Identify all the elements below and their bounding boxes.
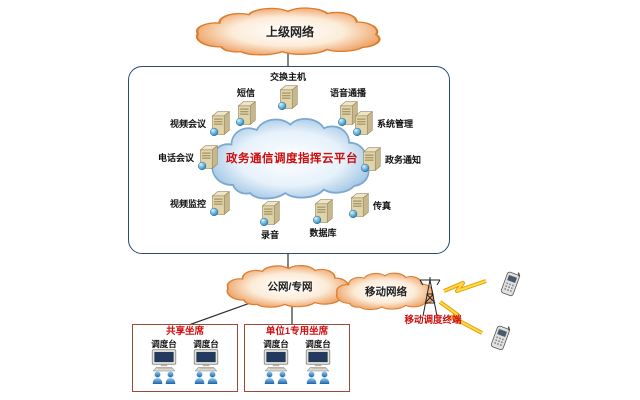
server-icon (360, 147, 381, 173)
server-icon (235, 101, 256, 127)
node-label: 短信 (236, 88, 255, 98)
console-row: 调度台 调度台 (261, 339, 333, 384)
monitor-icon (193, 349, 219, 372)
person-icon (152, 371, 163, 384)
person-icon (165, 371, 176, 384)
dispatch-console: 调度台 (303, 339, 333, 384)
node-label: 视频会议 (170, 119, 207, 129)
server-icon (197, 145, 218, 171)
lightning-bolt-icon (438, 300, 483, 335)
dispatch-console: 调度台 (261, 339, 291, 384)
seat-group-title: 单位1专用坐席 (265, 326, 329, 337)
server-icon (209, 111, 230, 137)
public-private-label: 公网/专网 (267, 280, 313, 293)
node-label: 交换主机 (269, 72, 306, 82)
seat-group-shared: 共享坐席 调度台 调度台 (132, 324, 238, 392)
node-database: 数据库 (303, 198, 343, 239)
server-icon (277, 85, 298, 111)
node-label: 录音 (260, 230, 279, 240)
person-icon (194, 371, 205, 384)
seat-group-title: 共享坐席 (165, 326, 204, 337)
mobile-terminal-label: 移动调度终端 (404, 315, 462, 326)
person-icon (319, 371, 330, 384)
operator-group (152, 371, 176, 384)
node-label: 电话会议 (158, 153, 195, 163)
cloud-upper-network: 上级网络 (192, 4, 388, 58)
node-system-management: 系统管理 (352, 110, 413, 137)
cloud-mobile-network: 移动网络 (334, 270, 438, 312)
platform-label: 政务通信调度指挥云平台 (226, 153, 358, 165)
server-icon (259, 201, 280, 227)
person-icon (264, 371, 275, 384)
node-recording: 录音 (252, 200, 288, 241)
monitor-icon (305, 349, 331, 372)
mobile-network-label: 移动网络 (365, 285, 407, 298)
node-video-conference: 视频会议 (170, 110, 231, 137)
monitor-icon (151, 349, 177, 372)
node-sms: 短信 (226, 86, 266, 127)
operator-group (194, 371, 218, 384)
person-icon (277, 371, 288, 384)
console-label: 调度台 (263, 339, 289, 349)
seat-group-unit1: 单位1专用坐席 调度台 调度台 (244, 324, 350, 392)
server-icon (209, 191, 230, 217)
cloud-public-private: 公网/专网 (224, 262, 356, 310)
node-label: 视频监控 (170, 199, 207, 209)
console-label: 调度台 (151, 339, 177, 349)
node-label: 传真 (373, 201, 392, 211)
person-icon (207, 371, 218, 384)
node-label: 政务通知 (385, 155, 422, 165)
console-label: 调度台 (193, 339, 219, 349)
lightning-bolt-icon (443, 279, 487, 293)
dispatch-console: 调度台 (149, 339, 179, 384)
node-exchange-host: 交换主机 (262, 70, 314, 111)
person-icon (306, 371, 317, 384)
node-label: 系统管理 (377, 119, 414, 129)
server-icon (348, 193, 369, 219)
server-icon (312, 199, 333, 225)
monitor-icon (263, 349, 289, 372)
console-label: 调度台 (305, 339, 331, 349)
node-label: 语音通播 (329, 88, 366, 98)
console-row: 调度台 调度台 (149, 339, 221, 384)
operator-group (306, 371, 330, 384)
server-icon (352, 111, 373, 137)
node-voice-broadcast: 语音通播 (324, 86, 372, 127)
node-label: 数据库 (309, 228, 337, 238)
node-gov-notice: 政务通知 (360, 146, 421, 173)
cloud-platform: 政务通信调度指挥云平台 (208, 112, 376, 204)
dispatch-console: 调度台 (191, 339, 221, 384)
node-video-surveillance: 视频监控 (170, 190, 231, 217)
operator-group (264, 371, 288, 384)
node-phone-conference: 电话会议 (158, 144, 219, 171)
upper-network-label: 上级网络 (265, 24, 314, 39)
node-fax: 传真 (348, 192, 391, 219)
